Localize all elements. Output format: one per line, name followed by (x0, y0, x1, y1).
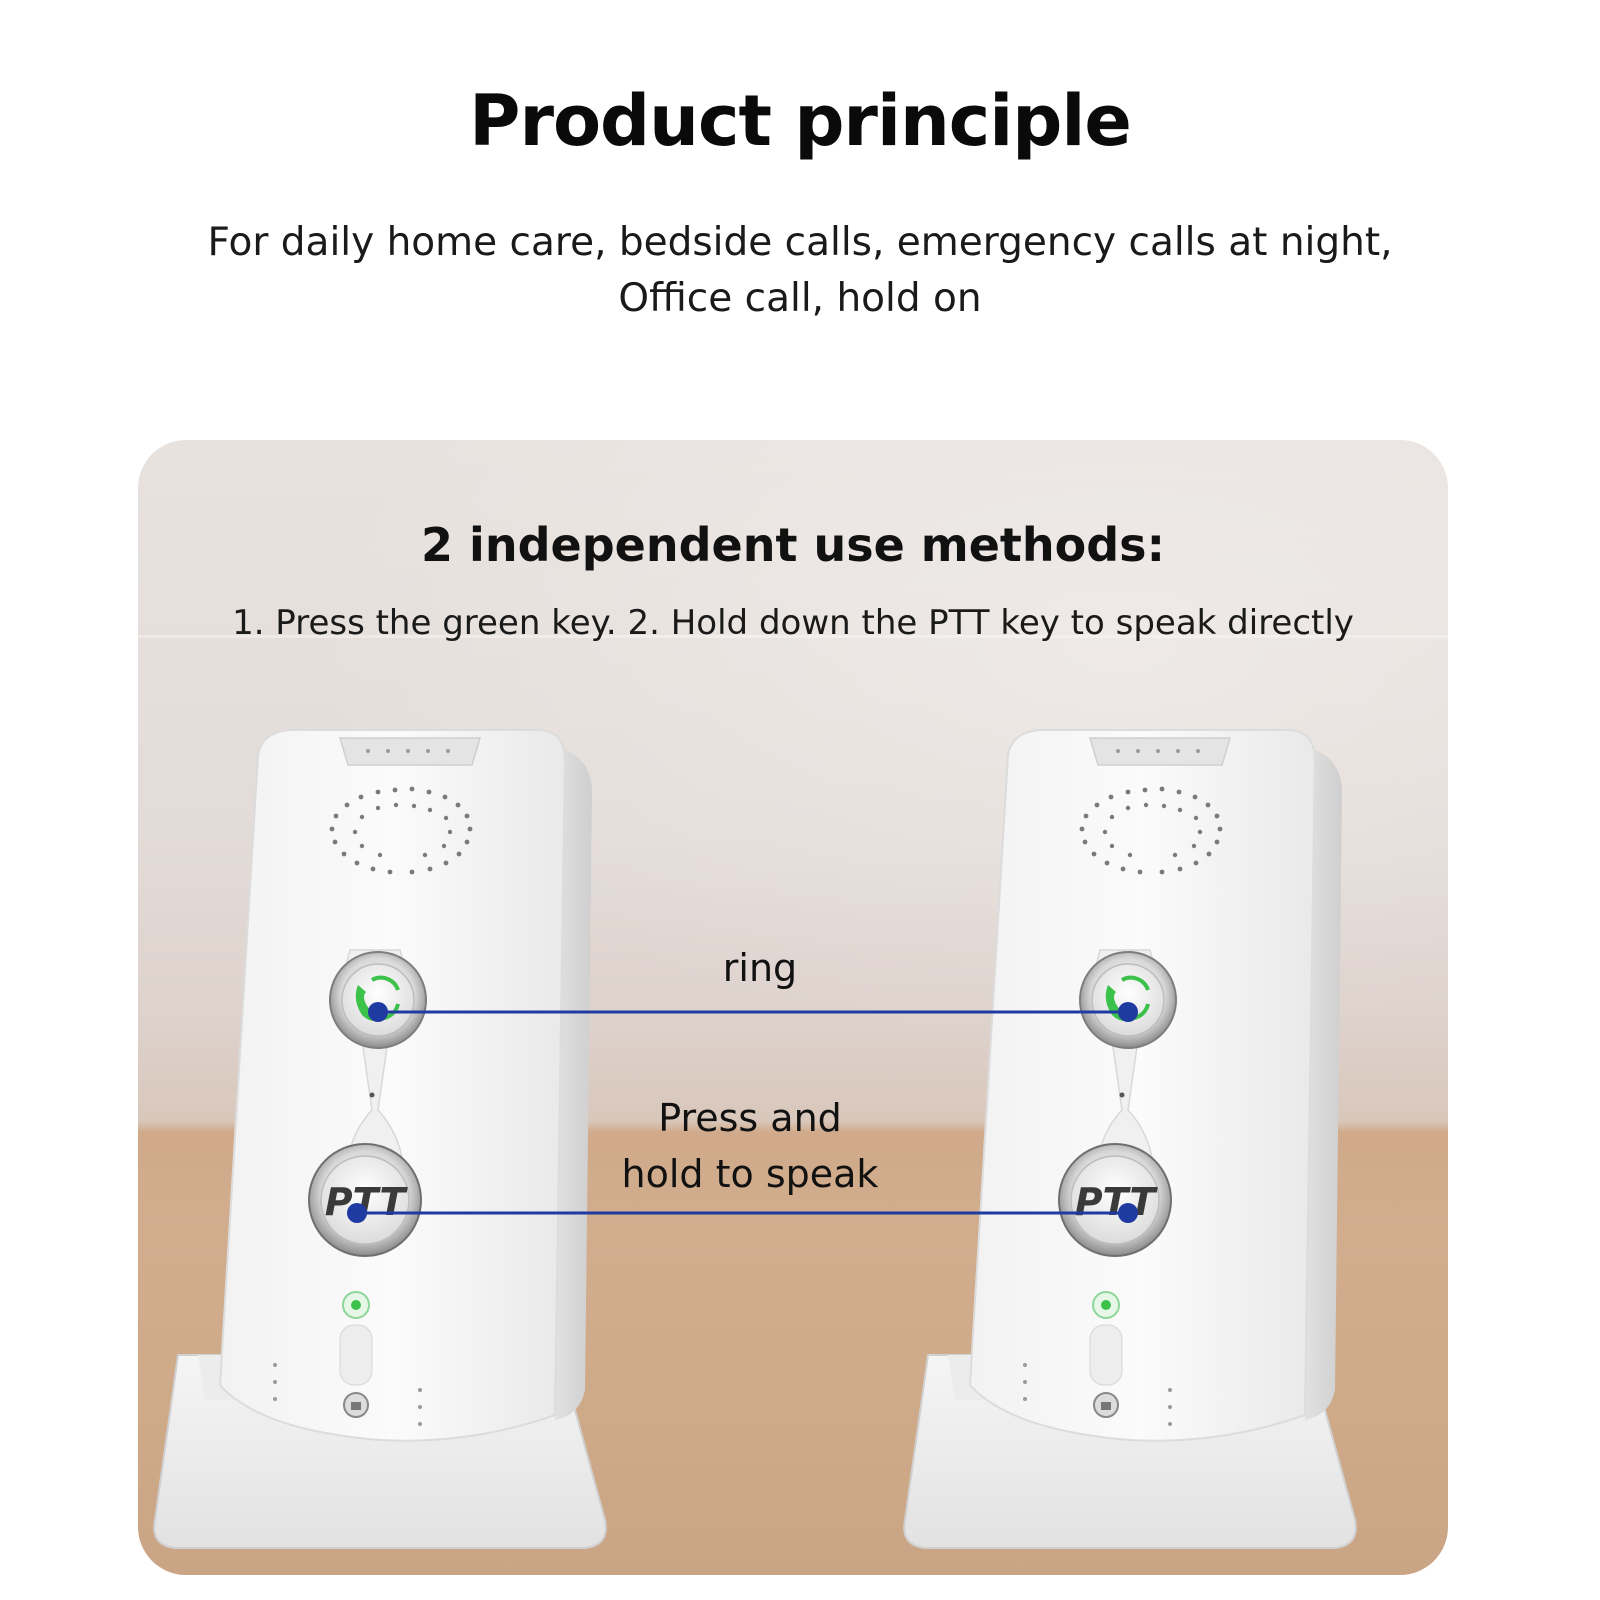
ptt-label: PTT (1075, 1180, 1159, 1224)
scene-instructions: 1. Press the green key. 2. Hold down the… (232, 603, 1354, 643)
ptt-dot-left (347, 1203, 367, 1223)
device-left: PTT (153, 729, 607, 1549)
ring-connector (368, 1002, 1138, 1022)
bottom-strip (339, 1324, 373, 1386)
ring-dot-right (1118, 1002, 1138, 1022)
ptt-connector (347, 1203, 1138, 1223)
top-notch (1088, 737, 1232, 766)
ptt-callout: Press and hold to speak (590, 1090, 910, 1202)
notch-dots (366, 749, 450, 753)
notch-dots (1116, 749, 1200, 753)
speaker-grille (1079, 786, 1223, 875)
refresh-arrow-icon (1121, 975, 1150, 991)
green-call-key[interactable] (1079, 951, 1177, 1049)
ring-callout: ring (722, 946, 798, 990)
green-call-key[interactable] (329, 951, 427, 1049)
ptt-label: PTT (325, 1180, 409, 1224)
ptt-callout-line-2: hold to speak (621, 1152, 879, 1196)
ptt-callout-line-1: Press and (658, 1096, 842, 1140)
device-right: PTT (903, 729, 1357, 1549)
subtitle-line-2: Office call, hold on (618, 276, 982, 321)
mic-hole (1119, 1092, 1125, 1098)
refresh-arrow-icon (371, 975, 400, 991)
ptt-dot-right (1118, 1203, 1138, 1223)
wall-trim (138, 635, 1448, 638)
mic-hole (369, 1092, 375, 1098)
scene-heading: 2 independent use methods: (421, 518, 1165, 572)
ptt-key[interactable]: PTT (308, 1143, 422, 1257)
ring-dot-left (368, 1002, 388, 1022)
device-body (968, 729, 1317, 1442)
subtitle-line-1: For daily home care, bedside calls, emer… (207, 220, 1393, 265)
ptt-key[interactable]: PTT (1058, 1143, 1172, 1257)
bottom-strip (1089, 1324, 1123, 1386)
top-notch (338, 737, 482, 766)
device-body (218, 729, 567, 1442)
page-title: Product principle (469, 80, 1132, 162)
speaker-grille (329, 786, 473, 875)
